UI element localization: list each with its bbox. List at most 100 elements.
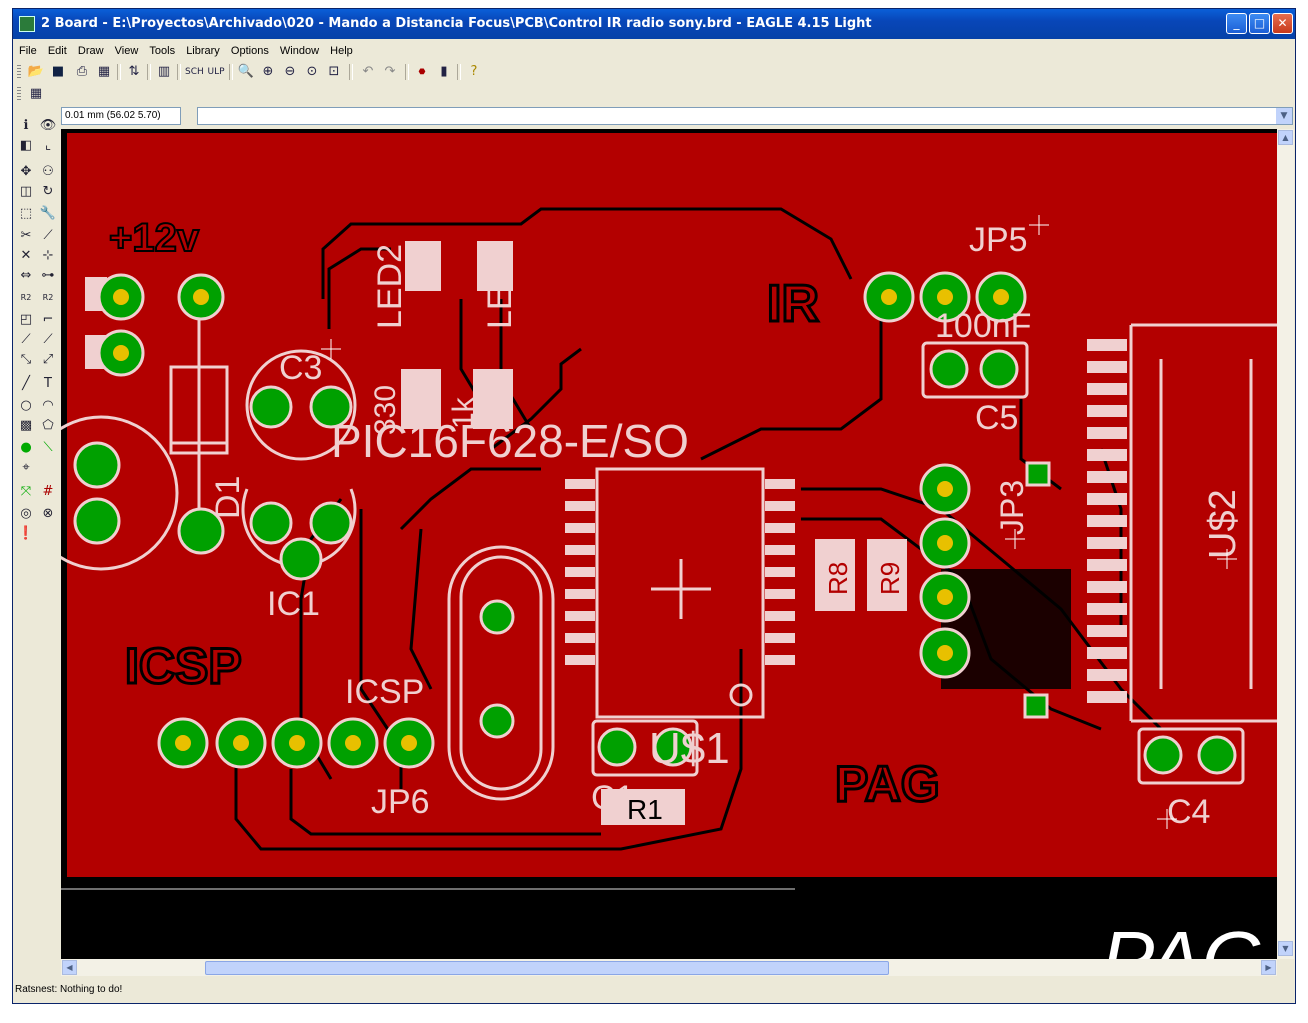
miter-icon[interactable]: ⌐	[42, 312, 54, 327]
window-title: 2 Board - E:\Proyectos\Archivado\020 - M…	[41, 16, 872, 31]
ulp-icon[interactable]: ULP	[207, 67, 225, 77]
copper-pour	[67, 133, 1277, 877]
rect-icon[interactable]: ▩	[19, 418, 33, 433]
open-folder-icon[interactable]: 📂	[27, 64, 45, 79]
change-icon[interactable]: 🔧	[39, 206, 57, 221]
signal-icon[interactable]: ⟍	[43, 440, 53, 455]
smash-icon[interactable]: ◰	[19, 312, 33, 327]
script-icon[interactable]: ⇅	[128, 64, 140, 79]
label-led2: LED2	[371, 244, 409, 329]
signature-watermark: PAG	[1101, 915, 1264, 959]
label-r9: R9	[875, 562, 905, 595]
maximize-button[interactable]: □	[1249, 13, 1270, 34]
replace-icon[interactable]: ⊶	[41, 268, 55, 283]
circle-icon[interactable]: ○	[20, 398, 32, 413]
mirror-icon[interactable]: ◫	[19, 184, 33, 199]
status-message: Ratsnest: Nothing to do!	[15, 984, 123, 995]
print-icon[interactable]: ⎙	[76, 64, 88, 79]
toolbar-grip[interactable]	[17, 65, 21, 79]
pinswap-icon[interactable]: ⇔	[20, 268, 32, 283]
scroll-left-arrow[interactable]: ◀	[62, 960, 77, 975]
ratsnest-icon[interactable]: ⤧	[20, 484, 32, 499]
menu-window[interactable]: Window	[279, 45, 320, 57]
grid-icon[interactable]: ▦	[29, 86, 43, 101]
silkscreen	[61, 309, 1277, 801]
board-canvas[interactable]: +12v LED2 LED1 IR JP5 100nF C5 C3 PIC16F…	[61, 129, 1277, 959]
show-icon[interactable]: 👁	[39, 118, 57, 133]
label-c4: C4	[1167, 793, 1210, 831]
close-button[interactable]: ✕	[1272, 13, 1293, 34]
secondary-toolbar: ▦	[13, 85, 1295, 105]
menu-draw[interactable]: Draw	[77, 45, 104, 57]
save-icon[interactable]: ■	[51, 64, 65, 79]
move-icon[interactable]: ✥	[20, 164, 32, 179]
go-icon[interactable]: ▮	[440, 64, 448, 79]
help-icon[interactable]: ?	[470, 64, 478, 79]
label-r30: 330	[369, 385, 402, 435]
library-icon[interactable]: ▥	[157, 64, 171, 79]
scroll-right-arrow[interactable]: ▶	[1261, 960, 1276, 975]
arc-icon[interactable]: ◠	[42, 398, 54, 413]
schematic-icon[interactable]: SCH	[185, 67, 204, 77]
zoom-in-icon[interactable]: ⊕	[262, 64, 274, 79]
redraw-icon[interactable]: ⊙	[306, 64, 318, 79]
command-dropdown-arrow[interactable]: ▼	[1276, 108, 1292, 124]
zoom-fit-icon[interactable]: 🔍	[237, 64, 255, 79]
toolbar-separator	[405, 64, 409, 80]
zoom-select-icon[interactable]: ⊡	[328, 64, 340, 79]
menu-tools[interactable]: Tools	[149, 45, 176, 57]
display-icon[interactable]: ◧	[19, 138, 33, 153]
polygon-icon[interactable]: ⬠	[42, 418, 54, 433]
wire-icon[interactable]: ╱	[22, 376, 30, 391]
scroll-down-arrow[interactable]: ▼	[1278, 941, 1293, 956]
horizontal-scroll-thumb[interactable]	[205, 961, 889, 975]
stop-icon[interactable]: ⬣	[418, 67, 426, 76]
mark-icon[interactable]: ⌞	[44, 138, 52, 153]
toolbar-grip[interactable]	[17, 87, 21, 101]
route-icon[interactable]: ⤡	[20, 352, 32, 367]
split-icon[interactable]: ⟋	[21, 332, 31, 347]
name-icon[interactable]: R2	[20, 293, 32, 302]
cam-processor-icon[interactable]: ▦	[97, 64, 111, 79]
info-icon[interactable]: ℹ	[23, 118, 29, 133]
auto-icon[interactable]: #	[42, 484, 54, 499]
scroll-up-arrow[interactable]: ▲	[1278, 130, 1293, 145]
via-icon[interactable]: ●	[20, 440, 32, 455]
hole-icon[interactable]: ⌖	[22, 460, 30, 475]
group-icon[interactable]: ⬚	[19, 206, 33, 221]
zoom-out-icon[interactable]: ⊖	[284, 64, 296, 79]
delete-icon[interactable]: ✕	[20, 248, 32, 263]
ic-outline	[595, 467, 765, 719]
text-icon[interactable]: T	[44, 376, 52, 391]
horizontal-scrollbar[interactable]: ◀ ▶	[61, 959, 1277, 976]
ripup-icon[interactable]: ⤢	[42, 352, 54, 367]
label-jp6: JP6	[371, 783, 430, 821]
command-toolbar: ℹ 👁 ◧ ⌞ ✥ ⚇ ◫ ↻ ⬚ 🔧 ✂ ⟋ ✕ ⊹ ⇔ ⊶ R2 R2 ◰ …	[13, 113, 61, 543]
optimize-icon[interactable]: ⟋	[43, 332, 53, 347]
main-toolbar: 📂 ■ ⎙ ▦ ⇅ ▥ SCH ULP 🔍 ⊕ ⊖ ⊙ ⊡ ↶ ↷ ⬣ ▮ ?	[13, 59, 1295, 85]
undo-icon[interactable]: ↶	[362, 64, 374, 79]
add-icon[interactable]: ⊹	[42, 248, 54, 263]
cut-icon[interactable]: ⟋	[43, 228, 53, 243]
menu-file[interactable]: File	[19, 45, 37, 57]
app-window: 2 Board - E:\Proyectos\Archivado\020 - M…	[12, 8, 1296, 1004]
toolbar-separator	[457, 64, 461, 80]
errors-icon[interactable]: ❗	[17, 526, 35, 541]
menu-edit[interactable]: Edit	[47, 45, 67, 57]
label-chip: PIC16F628-E/SO	[331, 415, 689, 467]
drc-icon[interactable]: ◎	[20, 506, 32, 521]
command-line-input[interactable]: ▼	[197, 107, 1293, 125]
vertical-scrollbar[interactable]: ▲ ▼	[1277, 129, 1294, 959]
title-bar[interactable]: 2 Board - E:\Proyectos\Archivado\020 - M…	[13, 9, 1295, 39]
paste-icon[interactable]: ✂	[20, 228, 32, 243]
menu-view[interactable]: View	[114, 45, 139, 57]
menu-help[interactable]: Help	[330, 45, 353, 57]
rotate-icon[interactable]: ↻	[42, 184, 54, 199]
erc-icon[interactable]: ⊗	[42, 506, 54, 521]
value-icon[interactable]: R2	[42, 293, 54, 302]
copy-icon[interactable]: ⚇	[42, 164, 54, 179]
menu-library[interactable]: Library	[186, 45, 220, 57]
menu-options[interactable]: Options	[230, 45, 269, 57]
redo-icon[interactable]: ↷	[384, 64, 396, 79]
minimize-button[interactable]: _	[1226, 13, 1247, 34]
